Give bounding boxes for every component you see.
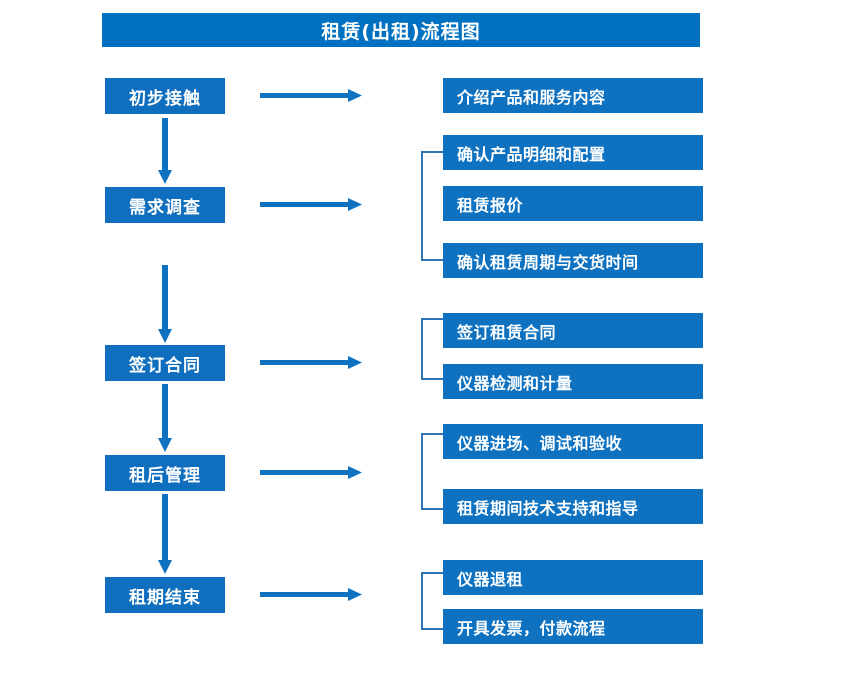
group-bracket-2 [421, 318, 443, 380]
detail-box-5[interactable]: 签订租赁合同 [443, 313, 703, 348]
stage-box-3[interactable]: 签订合同 [105, 345, 225, 381]
stage-box-1[interactable]: 初步接触 [105, 78, 225, 114]
detail-box-3[interactable]: 租赁报价 [443, 186, 703, 221]
horizontal-arrow-icon-3 [260, 355, 364, 371]
group-bracket-1 [421, 151, 443, 261]
horizontal-arrow-icon-5 [260, 587, 364, 603]
detail-box-2[interactable]: 确认产品明细和配置 [443, 135, 703, 170]
vertical-arrow-icon-3 [156, 384, 174, 454]
horizontal-arrow-icon-2 [260, 197, 364, 213]
detail-box-1[interactable]: 介绍产品和服务内容 [443, 78, 703, 113]
group-bracket-4 [421, 572, 443, 630]
group-bracket-3 [421, 433, 443, 510]
vertical-arrow-icon-4 [156, 494, 174, 576]
vertical-arrow-icon-1 [156, 118, 174, 186]
detail-box-4[interactable]: 确认租赁周期与交货时间 [443, 243, 703, 278]
stage-box-2[interactable]: 需求调查 [105, 187, 225, 223]
detail-box-6[interactable]: 仪器检测和计量 [443, 364, 703, 399]
stage-box-5[interactable]: 租期结束 [105, 577, 225, 613]
detail-box-9[interactable]: 仪器退租 [443, 560, 703, 595]
detail-box-8[interactable]: 租赁期间技术支持和指导 [443, 489, 703, 524]
horizontal-arrow-icon-4 [260, 465, 364, 481]
detail-box-10[interactable]: 开具发票，付款流程 [443, 609, 703, 644]
stage-box-4[interactable]: 租后管理 [105, 455, 225, 491]
vertical-arrow-icon-2 [156, 265, 174, 345]
detail-box-7[interactable]: 仪器进场、调试和验收 [443, 424, 703, 459]
page-title: 租赁(出租)流程图 [102, 13, 700, 47]
horizontal-arrow-icon-1 [260, 88, 364, 104]
